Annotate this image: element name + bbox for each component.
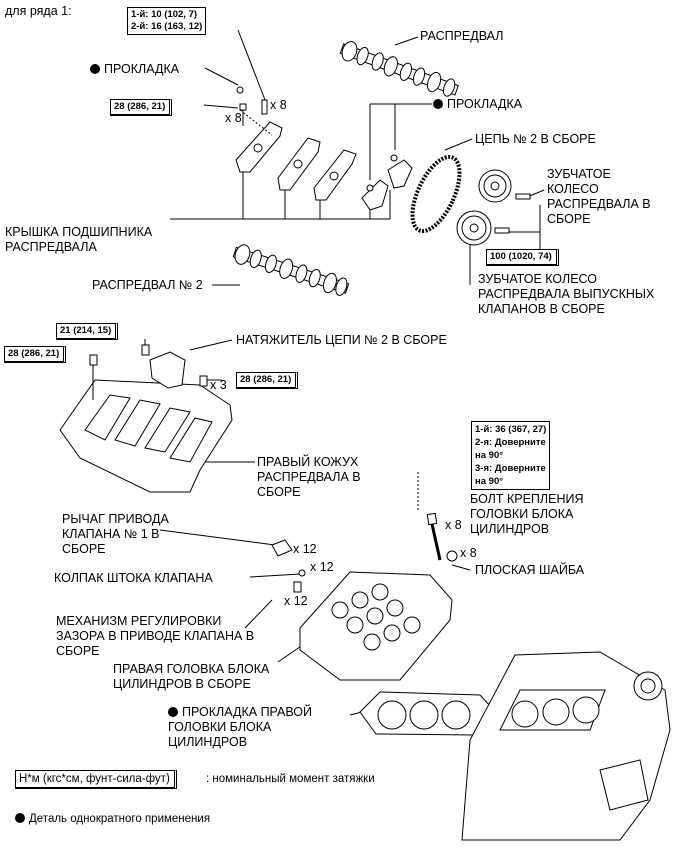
sprockets-art [456,169,531,246]
head-torque-step-3-angle: на 90° [475,476,504,487]
camshaft-label: РАСПРЕДВАЛ [420,29,504,43]
cap-bolt-torque: 28 (286, 21) [110,99,173,116]
housing-bolt-torque-right: 28 (286, 21) [236,372,299,389]
camshaft-art [339,41,459,97]
gasket-top-label: ПРОКЛАДКА [90,62,179,77]
camshaft2-label: РАСПРЕДВАЛ № 2 [92,278,203,292]
sprocket-bolt-torque: 100 (1020, 74) [486,249,559,266]
rocker-arm-label: РЫЧАГ ПРИВОДА КЛАПАНА № 1 В СБОРЕ [62,512,169,556]
head-torque-step-3: 3-я: Доверните [475,463,546,474]
chain2-label: ЦЕПЬ № 2 В СБОРЕ [475,132,596,146]
cap-bolts-qty-b: x 8 [270,98,287,112]
gasket-right-label: ПРОКЛАДКА [433,97,522,112]
non-reusable-dot-icon [433,99,443,109]
washer-label: ПЛОСКАЯ ШАЙБА [475,563,585,577]
cam-housing-art [59,379,233,493]
cap-torque-step-1: 1-й: 10 (102, 7) [131,9,198,20]
bearing-cap-label: КРЫШКА ПОДШИПНИКА РАСПРЕДВАЛА [5,225,153,254]
head-bolt-label: БОЛТ КРЕПЛЕНИЯ ГОЛОВКИ БЛОКА ЦИЛИНДРОВ [470,492,584,536]
head-gasket-label: ПРОКЛАДКА ПРАВОЙ ГОЛОВКИ БЛОКА ЦИЛИНДРОВ [168,705,313,749]
lash-adjuster-label: МЕХАНИЗМ РЕГУЛИРОВКИ ЗАЗОРА В ПРИВОДЕ КЛ… [56,614,255,658]
housing-bolts-qty: x 3 [210,378,227,392]
tensioner-label: НАТЯЖИТЕЛЬ ЦЕПИ № 2 В СБОРЕ [236,333,447,347]
engine-block-art [461,651,671,841]
head-bolt-torque-steps: 1-й: 36 (367, 27) 2-я: Доверните на 90° … [471,421,551,490]
cap-torque-two-step: 1-й: 10 (102, 7) 2-й: 16 (163, 12) [127,7,207,35]
rocker-arms-qty: x 12 [293,542,317,556]
head-gasket-art [359,691,493,736]
cap-bolts-qty-a: x 8 [225,111,242,125]
tensioner-art [89,344,208,400]
cam-housing-label: ПРАВЫЙ КОЖУХ РАСПРЕДВАЛА В СБОРЕ [257,455,361,499]
non-reusable-dot-icon [90,64,100,74]
cam-sprocket-label: ЗУБЧАТОЕ КОЛЕСО РАСПРЕДВАЛА В СБОРЕ [547,167,651,226]
camshaft2-art [232,244,350,296]
non-reusable-dot-icon [168,707,178,717]
washers-qty: x 8 [460,546,477,560]
head-bolts-qty: x 8 [445,518,462,532]
cap-torque-step-2: 2-й: 16 (163, 12) [131,21,203,32]
valve-caps-qty: x 12 [310,560,334,574]
cylinder-head-art [299,571,453,681]
bearing-caps-art [235,121,357,201]
legend-torque-key: Н*м (кгс*см, фунт-сила-фут) [15,770,177,789]
head-torque-step-2: 2-я: Доверните [475,437,546,448]
head-torque-step-2-angle: на 90° [475,450,504,461]
lash-adjusters-qty: x 12 [284,594,308,608]
non-reusable-dot-icon [15,813,25,823]
housing-bolt-torque-left: 28 (286, 21) [4,346,67,363]
legend-torque-desc: : номинальный момент затяжки [206,773,375,785]
diagram-header: для ряда 1: [5,4,72,18]
valve-cap-label: КОЛПАК ШТОКА КЛАПАНА [54,571,213,585]
tensioner-bolt-torque: 21 (214, 15) [56,323,119,340]
chain-art [410,154,462,234]
cyl-head-label: ПРАВАЯ ГОЛОВКА БЛОКА ЦИЛИНДРОВ В СБОРЕ [113,662,270,691]
legend-non-reusable: Деталь однократного применения [15,812,210,827]
exhaust-sprocket-label: ЗУБЧАТОЕ КОЛЕСО РАСПРЕДВАЛА ВЫПУСКНЫХ КЛ… [478,272,655,316]
head-torque-step-1: 1-й: 36 (367, 27) [475,424,547,435]
